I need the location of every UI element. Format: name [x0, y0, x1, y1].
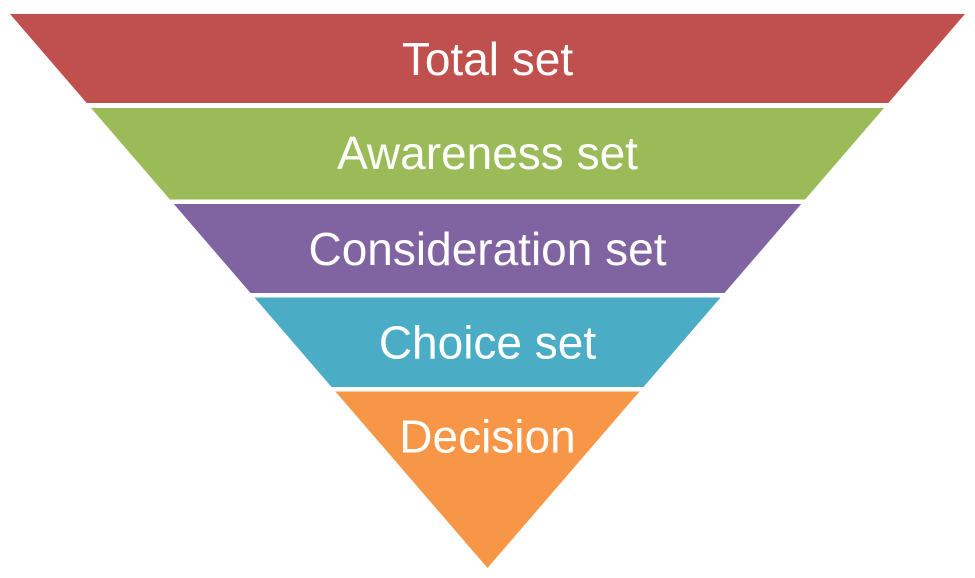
funnel-level-5-label: Decision [399, 411, 575, 463]
funnel-level-1-label: Total set [402, 33, 574, 85]
funnel-level-4-label: Choice set [379, 317, 597, 369]
funnel-level-2-shape [91, 108, 884, 200]
funnel-level-4-shape [254, 297, 721, 387]
funnel-level-3-shape [173, 204, 802, 293]
funnel-level-1-shape [10, 14, 965, 103]
funnel-level-5-shape [335, 391, 640, 568]
funnel-level-3-label: Consideration set [309, 223, 667, 275]
funnel-level-2-label: Awareness set [337, 127, 638, 179]
